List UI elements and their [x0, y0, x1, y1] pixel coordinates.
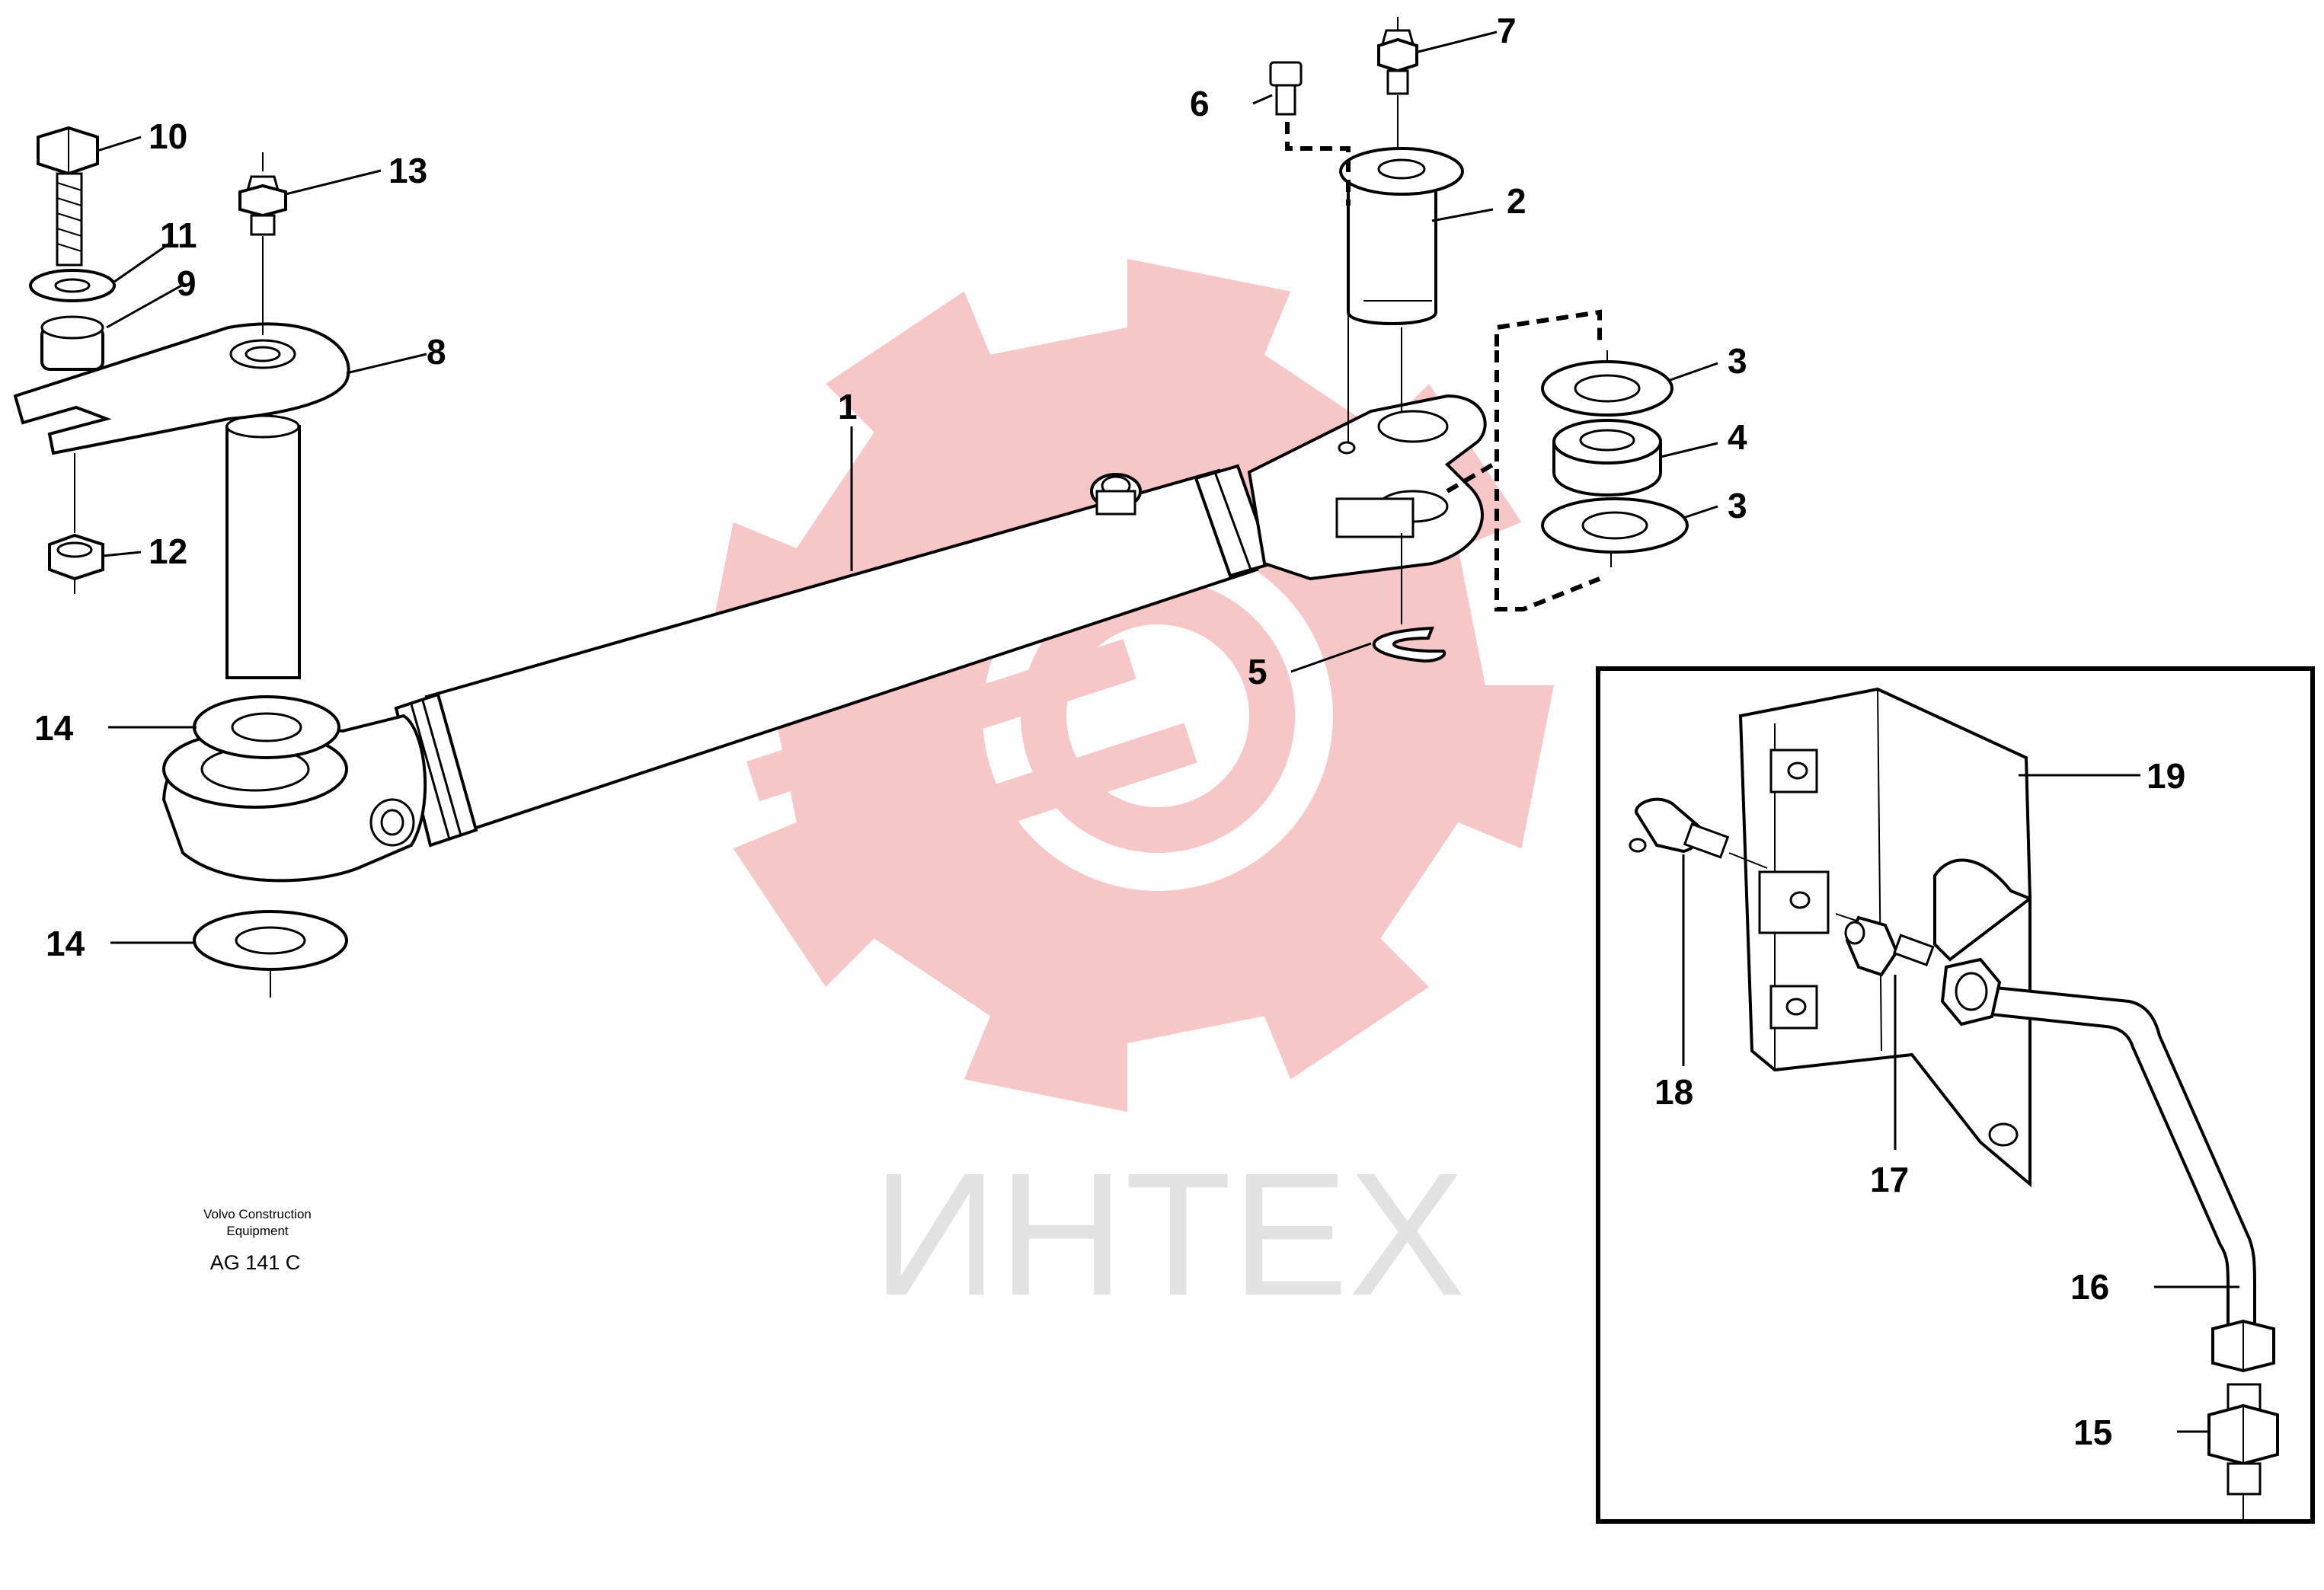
- credit-line-2: Equipment: [226, 1224, 289, 1238]
- leader-lines: [97, 30, 2239, 1433]
- callout-7: 7: [1497, 11, 1517, 50]
- callout-14-bottom: 14: [46, 924, 85, 963]
- credit-block: Volvo Construction Equipment AG 141 C: [203, 1207, 312, 1274]
- callout-labels: 1 2 3 4 3 5 6 7 8 9 10 11 12 13 14 14 15…: [34, 11, 2185, 1452]
- steering-cylinder: [161, 394, 1487, 883]
- callout-14-top: 14: [34, 708, 74, 748]
- callout-10: 10: [149, 117, 187, 156]
- inset-detail: [1596, 666, 2315, 1524]
- callout-2: 2: [1507, 181, 1526, 221]
- figure-code: AG 141 C: [210, 1251, 301, 1274]
- callout-4: 4: [1728, 417, 1747, 457]
- callout-15: 15: [2073, 1413, 2112, 1452]
- callout-11: 11: [160, 216, 197, 255]
- callout-19: 19: [2147, 756, 2185, 796]
- callout-6: 6: [1190, 84, 1210, 123]
- pin-assembly: [1269, 17, 1689, 663]
- callout-13: 13: [388, 151, 427, 190]
- callout-3-bottom: 3: [1728, 486, 1747, 525]
- watermark-stripe: [807, 723, 1197, 886]
- inset-frame: [1596, 666, 2315, 1524]
- callout-9: 9: [177, 263, 197, 303]
- callout-8: 8: [427, 332, 446, 372]
- credit-line-1: Volvo Construction: [203, 1207, 312, 1221]
- callout-16: 16: [2070, 1267, 2109, 1307]
- watermark-stripe: [746, 639, 1136, 802]
- callout-12: 12: [149, 532, 187, 571]
- callout-1: 1: [838, 387, 858, 426]
- callout-5: 5: [1248, 652, 1267, 691]
- callout-17: 17: [1870, 1160, 1909, 1199]
- callout-3-top: 3: [1728, 341, 1747, 381]
- lever-assembly: [13, 126, 350, 998]
- callout-18: 18: [1654, 1072, 1693, 1112]
- watermark-text: ИНТЕХ: [872, 1136, 1466, 1332]
